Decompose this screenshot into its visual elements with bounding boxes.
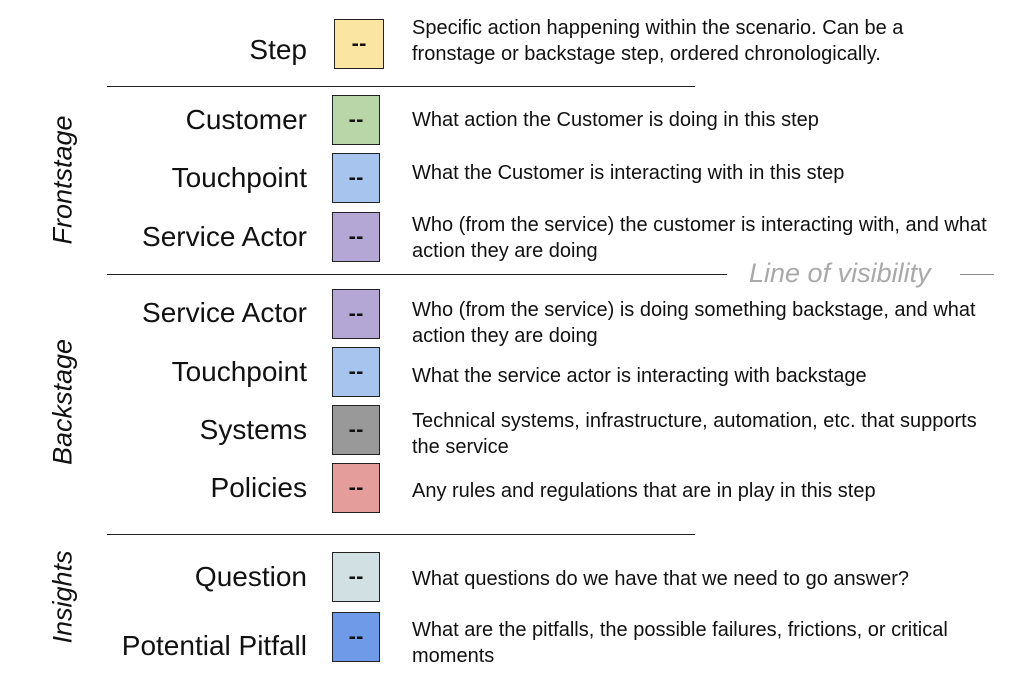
- row-label-service-actor-backstage: Service Actor: [142, 297, 307, 328]
- row-description-potential-pitfall: What are the pitfalls, the possible fail…: [412, 619, 948, 667]
- swatch-step: --: [334, 19, 384, 69]
- row-description-service-actor-frontstage: Who (from the service) the customer is i…: [412, 214, 987, 262]
- row-description-systems: Technical systems, infrastructure, autom…: [412, 410, 977, 458]
- swatch-policies: --: [332, 463, 380, 513]
- section-backstage-label: Backstage: [47, 338, 78, 466]
- row-label-potential-pitfall: Potential Pitfall: [121, 630, 307, 661]
- swatch-glyph: --: [348, 477, 364, 499]
- swatch-glyph: --: [348, 419, 364, 441]
- swatch-glyph: --: [348, 566, 364, 588]
- row-label-service-actor-frontstage: Service Actor: [142, 221, 307, 252]
- swatch-glyph: --: [348, 226, 364, 248]
- row-description-touchpoint-frontstage: What the Customer is interacting with in…: [412, 162, 845, 184]
- row-label-customer: Customer: [185, 104, 307, 135]
- row-label-systems: Systems: [199, 414, 307, 445]
- line-of-visibility: [107, 274, 727, 275]
- row-description-step: Specific action happening within the sce…: [412, 17, 904, 65]
- row-description-question: What questions do we have that we need t…: [412, 568, 909, 590]
- row-description-touchpoint-backstage: What the service actor is interacting wi…: [412, 365, 867, 387]
- row-description-service-actor-backstage: Who (from the service) is doing somethin…: [412, 299, 976, 347]
- swatch-service-actor-frontstage: --: [332, 212, 380, 262]
- swatch-glyph: --: [348, 303, 364, 325]
- divider-backstage-insights: [107, 534, 695, 535]
- swatch-glyph: --: [351, 33, 367, 55]
- divider-step-frontstage: [107, 86, 695, 87]
- swatch-potential-pitfall: --: [332, 612, 380, 662]
- row-label-touchpoint-backstage: Touchpoint: [171, 356, 307, 387]
- line-of-visibility-label: Line of visibility: [749, 258, 931, 288]
- swatch-touchpoint-frontstage: --: [332, 153, 380, 203]
- swatch-systems: --: [332, 405, 380, 455]
- section-frontstage-label: Frontstage: [47, 115, 78, 245]
- row-label-policies: Policies: [210, 472, 307, 503]
- swatch-touchpoint-backstage: --: [332, 347, 380, 397]
- swatch-glyph: --: [348, 361, 364, 383]
- section-insights-label: Insights: [47, 550, 78, 644]
- swatch-glyph: --: [348, 167, 364, 189]
- row-label-step: Step: [249, 34, 307, 65]
- swatch-glyph: --: [348, 109, 364, 131]
- swatch-service-actor-backstage: --: [332, 289, 380, 339]
- swatch-customer: --: [332, 95, 380, 145]
- swatch-question: --: [332, 552, 380, 602]
- line-of-visibility-tail: [960, 274, 994, 275]
- row-description-customer: What action the Customer is doing in thi…: [412, 109, 819, 131]
- row-label-touchpoint-frontstage: Touchpoint: [171, 162, 307, 193]
- row-label-question: Question: [194, 561, 307, 592]
- row-description-policies: Any rules and regulations that are in pl…: [412, 480, 876, 502]
- swatch-glyph: --: [348, 626, 364, 648]
